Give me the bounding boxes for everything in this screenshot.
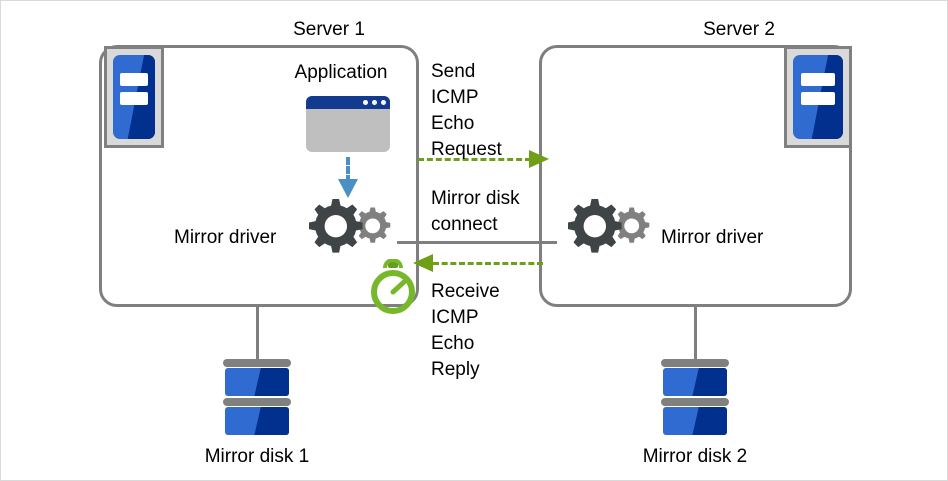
disk2-slab-bottom-shade bbox=[690, 407, 727, 435]
server2-title: Server 2 bbox=[703, 19, 775, 40]
disk1-plate-top bbox=[223, 359, 291, 367]
app-window-dot-3 bbox=[381, 100, 386, 105]
mirror-disk1-label: Mirror disk 1 bbox=[204, 446, 310, 467]
disk1-slab-bottom-shade bbox=[252, 407, 289, 435]
disk2-slab-bottom bbox=[663, 407, 727, 435]
mirror-driver-right-label: Mirror driver bbox=[661, 227, 764, 248]
stopwatch-icon bbox=[371, 259, 415, 314]
disk1-slab-top bbox=[225, 368, 289, 396]
mirror-driver-left-label: Mirror driver bbox=[174, 227, 277, 248]
server2-disk-connector bbox=[694, 305, 697, 363]
application-label: Application bbox=[294, 62, 388, 83]
green-dashed-left-arrow-line bbox=[433, 262, 543, 265]
disk2-slab-top-shade bbox=[690, 368, 727, 396]
mirror-driver-left-gears-icon bbox=[309, 199, 391, 253]
server2-icon-body bbox=[793, 55, 843, 139]
green-dashed-right-arrow-icon bbox=[529, 150, 549, 168]
green-dashed-left-arrow-icon bbox=[413, 254, 433, 272]
mirror-disk-connect-line bbox=[397, 241, 557, 244]
app-window-dot-2 bbox=[372, 100, 377, 105]
server-icon-bar-bottom bbox=[119, 91, 149, 106]
server2-machine-icon bbox=[784, 46, 852, 148]
server1-disk-connector bbox=[256, 305, 259, 363]
blue-dashed-down-arrow-icon bbox=[338, 179, 358, 198]
mirror-disk1-icon bbox=[223, 359, 291, 435]
server-icon-bar-top bbox=[119, 72, 149, 87]
disk2-slab-top bbox=[663, 368, 727, 396]
app-window-dot-1 bbox=[363, 100, 368, 105]
mirror-driver-right-gears-icon bbox=[568, 199, 650, 253]
send-icmp-echo-request-label: Send ICMP Echo Request bbox=[431, 61, 502, 160]
server1-machine-icon bbox=[104, 46, 164, 148]
disk1-plate-bottom bbox=[223, 398, 291, 406]
disk2-plate-top bbox=[661, 359, 729, 367]
server-icon-body bbox=[113, 55, 155, 139]
mirror-disk2-icon bbox=[661, 359, 729, 435]
disk2-plate-bottom bbox=[661, 398, 729, 406]
mirror-disk-connect-label: Mirror disk connect bbox=[431, 188, 520, 235]
server2-icon-bar-top bbox=[801, 72, 835, 87]
server1-box bbox=[99, 45, 419, 307]
mirror-disk2-label: Mirror disk 2 bbox=[642, 446, 748, 467]
server2-icon-bar-bottom bbox=[801, 91, 835, 106]
blue-dashed-down-arrow-line bbox=[346, 157, 350, 183]
disk1-slab-top-shade bbox=[252, 368, 289, 396]
app-window-titlebar bbox=[306, 96, 390, 109]
application-window-icon bbox=[306, 96, 390, 152]
green-dashed-right-arrow-line bbox=[418, 158, 531, 161]
disk1-slab-bottom bbox=[225, 407, 289, 435]
server1-title: Server 1 bbox=[293, 19, 365, 40]
receive-icmp-echo-reply-label: Receive ICMP Echo Reply bbox=[431, 281, 500, 380]
